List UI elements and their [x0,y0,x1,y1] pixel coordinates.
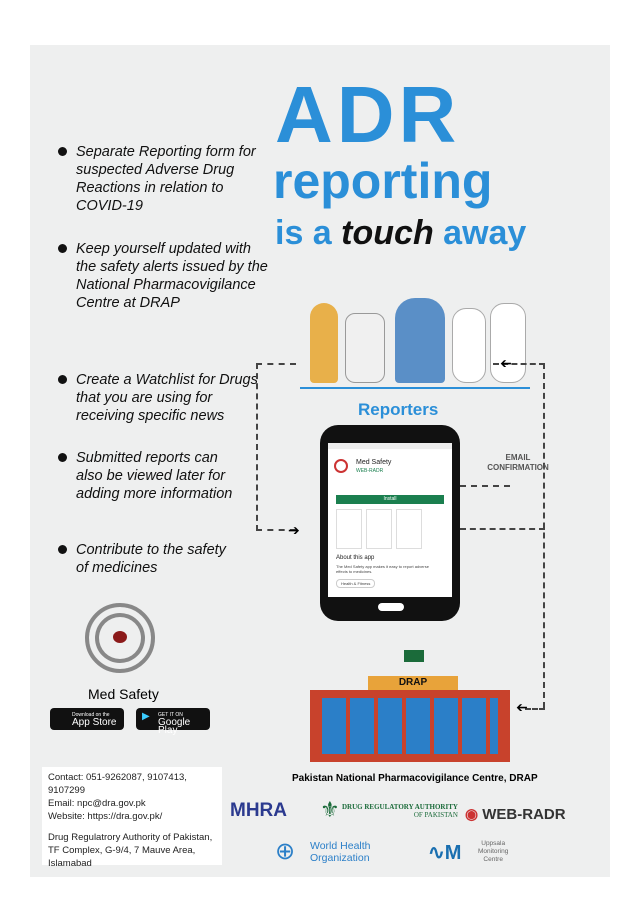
phone-mockup: Med Safety WEB-RADR Install About this a… [320,425,460,621]
flow-right-vertical [543,363,545,708]
app-title: Med Safety [356,459,392,466]
contact-website: Website: https://dra.gov.pk/ [48,811,163,822]
title-reporting: reporting [273,153,493,209]
reporters-illustration [300,293,540,393]
title-adr: ADR [275,70,461,159]
contact-phone: Contact: 051-9262087, 9107413, 9107299 [48,772,187,796]
flow-left [256,363,296,531]
reporters-label: Reporters [358,400,439,419]
centre-name: Pakistan National Pharmacovigilance Cent… [292,773,538,784]
email-confirmation-label: EMAIL CONFIRMATION [487,453,549,472]
contact-email: Email: npc@dra.gov.pk [48,798,146,809]
title-touch: is a touch away [275,214,527,252]
bullet-3: Create a Watchlist for Drugs that you ar… [58,371,258,425]
who-emblem-icon: ⊕ [275,838,296,865]
address-line: Drug Regulatrory Authority of Pakistan, [48,832,213,843]
flow-to-drap [525,708,545,710]
mhra-logo: MHRA [230,800,287,821]
app-publisher: WEB-RADR [356,468,384,474]
flow-email [460,485,510,487]
arrow-right-icon: ➔ [288,522,300,538]
phone-screen: Med Safety WEB-RADR Install About this a… [328,443,452,597]
drap-emblem-icon: ⚜ [320,797,340,822]
umc-wave-icon: ∿M [428,842,462,864]
flow-phone-out [460,528,545,530]
poster: ADR reporting is a touch away Separate R… [30,45,610,877]
bullet-5: Contribute to the safety of medicines [58,541,238,577]
med-safety-logo [85,603,155,673]
building-sign: DRAP [368,676,458,690]
address-line: Islamabad [48,858,92,869]
bullet-2: Keep yourself updated with the safety al… [58,240,268,312]
category-chip: Health & Fitness [336,579,376,588]
install-button[interactable]: Install [336,495,444,504]
about-desc: The Med Safety app makes it easy to repo… [336,564,429,574]
about-heading: About this app [336,555,375,561]
bullet-1: Separate Reporting form for suspected Ad… [58,143,258,215]
arrow-left-icon: ➔ [516,699,528,715]
play-icon: ▶ [142,711,150,722]
drap-building: DRAP [310,650,510,762]
flow-right-top [493,363,545,365]
address-line: TF Complex, G-9/4, 7 Mauve Area, [48,845,196,856]
bullet-4: Submitted reports can also be viewed lat… [58,449,248,503]
contact-box: Contact: 051-9262087, 9107413, 9107299 E… [42,767,222,869]
app-name: Med Safety [88,686,159,702]
webradr-logo: ◉ WEB-RADR [465,806,566,823]
arrow-left-icon: ➔ [500,355,512,371]
